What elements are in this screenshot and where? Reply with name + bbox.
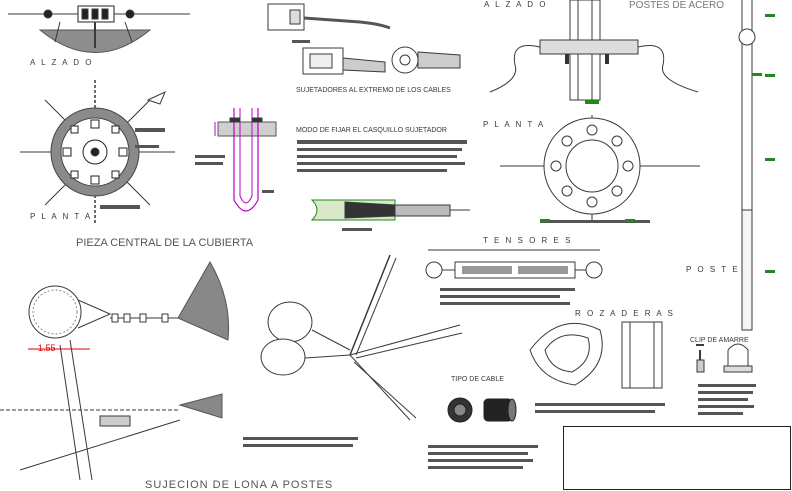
sujetadores-title: SUJETADORES AL EXTREMO DE LOS CABLES <box>296 87 451 94</box>
central-piece-elevation <box>8 5 190 53</box>
ring-attachment-detail <box>0 260 230 481</box>
cable-end-fittings <box>267 3 461 75</box>
cable-loops-detail <box>260 254 463 421</box>
spec-text-blocks <box>243 140 756 469</box>
cable-type-detail <box>447 397 517 423</box>
title-block <box>563 426 791 490</box>
u-bolt-detail <box>195 108 277 212</box>
tipo-cable-title: TIPO DE CABLE <box>451 376 504 383</box>
thimble-detail <box>529 321 663 389</box>
alzado-left-label: A L Z A D O <box>30 58 94 67</box>
dimension-label: 1.55 <box>38 343 56 353</box>
pieza-central-title: PIEZA CENTRAL DE LA CUBIERTA <box>76 237 254 249</box>
post-flange-plan <box>500 115 700 223</box>
green-markers <box>540 14 775 273</box>
clip-amarre-title: CLIP DE AMARRE <box>690 337 749 344</box>
poste-title: P O S T E <box>686 265 740 274</box>
planta-left-label: P L A N T A <box>30 212 93 221</box>
alzado-right-label: A L Z A D O <box>484 0 548 9</box>
central-piece-plan <box>20 80 175 225</box>
sujecion-title: SUJECION DE LONA A POSTES <box>145 479 334 491</box>
tall-post <box>738 0 756 331</box>
swage-sleeve-detail <box>310 199 470 231</box>
post-elevation <box>489 0 699 104</box>
planta-right-label: P L A N T A <box>483 120 546 129</box>
rozaderas-title: R O Z A D E R A S <box>575 309 675 318</box>
tensores-title: T E N S O R E S <box>483 236 573 245</box>
modo-fijar-title: MODO DE FIJAR EL CASQUILLO SUJETADOR <box>296 127 447 134</box>
wire-clip-detail <box>696 343 753 373</box>
turnbuckle-detail <box>425 249 603 279</box>
postes-acero-title: POSTES DE ACERO <box>629 0 725 11</box>
